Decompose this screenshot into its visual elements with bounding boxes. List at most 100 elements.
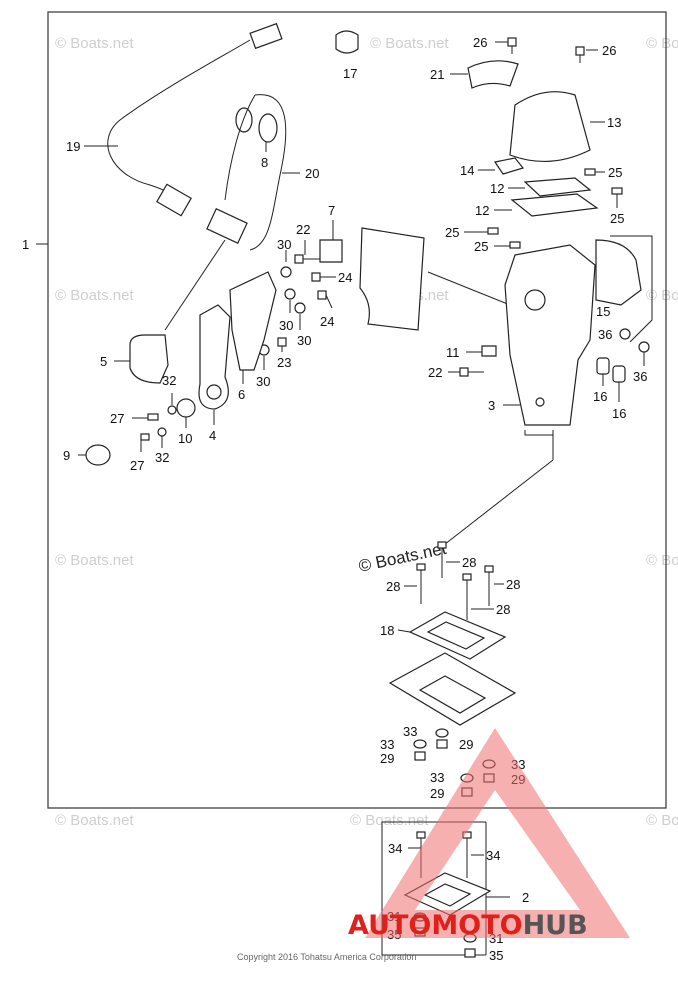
svg-text:© Boats.net: © Boats.net xyxy=(55,287,134,304)
label-2: 2 xyxy=(522,890,529,905)
label-25c: 25 xyxy=(445,225,459,240)
clip-14 xyxy=(494,157,525,175)
label-17: 17 xyxy=(343,66,357,81)
label-25a: 25 xyxy=(608,165,622,180)
screw-26 xyxy=(495,37,598,63)
plate-21 xyxy=(467,60,519,89)
label-24b: 24 xyxy=(320,314,334,329)
label-15: 15 xyxy=(596,304,610,319)
label-28c: 28 xyxy=(386,579,400,594)
cover-5 xyxy=(129,334,169,384)
label-24a: 24 xyxy=(338,270,352,285)
label-5: 5 xyxy=(100,354,107,369)
wire-harness-19 xyxy=(84,22,283,217)
label-29a: 29 xyxy=(459,737,473,752)
svg-text:© Boats.net: © Boats.net xyxy=(646,812,678,829)
label-20: 20 xyxy=(305,166,319,181)
svg-text:© Boats.net: © Boats.net xyxy=(646,35,678,52)
label-36b: 36 xyxy=(633,369,647,384)
base-plate xyxy=(388,652,517,726)
label-11: 11 xyxy=(446,345,460,360)
label-7: 7 xyxy=(328,203,335,218)
label-1: 1 xyxy=(22,237,29,252)
label-8: 8 xyxy=(261,155,268,170)
arm-4 xyxy=(198,304,231,410)
label-22b: 22 xyxy=(296,222,310,237)
screw-25 xyxy=(464,168,623,249)
label-26a: 26 xyxy=(473,35,487,50)
gasket-18 xyxy=(397,611,507,660)
copyright-text: Copyright 2016 Tohatsu America Corporati… xyxy=(237,952,416,962)
boats-stamp: © Boats.net xyxy=(357,539,448,576)
label-32a: 32 xyxy=(162,373,176,388)
label-25b: 25 xyxy=(610,211,624,226)
washer-30 xyxy=(258,250,306,370)
svg-text:© Boats.net: © Boats.net xyxy=(55,35,134,52)
bolt-24 xyxy=(311,272,336,309)
label-30b: 30 xyxy=(279,318,293,333)
label-27a: 27 xyxy=(110,411,124,426)
label-21: 21 xyxy=(430,67,444,82)
label-30a: 30 xyxy=(277,237,291,252)
label-33b: 33 xyxy=(380,737,394,752)
label-18: 18 xyxy=(380,623,394,638)
nut-36 xyxy=(619,328,650,366)
label-34b: 34 xyxy=(486,848,500,863)
label-28a: 28 xyxy=(462,555,476,570)
label-36a: 36 xyxy=(598,327,612,342)
assembly-frame xyxy=(47,11,667,809)
label-19: 19 xyxy=(66,139,80,154)
label-10: 10 xyxy=(178,431,192,446)
svg-text:© Boats.net: © Boats.net xyxy=(646,287,678,304)
label-4: 4 xyxy=(209,428,216,443)
bracket-12a xyxy=(523,177,592,197)
label-3: 3 xyxy=(488,398,495,413)
label-14: 14 xyxy=(460,163,474,178)
svg-text:© Boats.net: © Boats.net xyxy=(55,812,134,829)
cover-13 xyxy=(509,91,591,162)
bolt-22 xyxy=(294,240,484,377)
label-16a: 16 xyxy=(593,389,607,404)
label-34a: 34 xyxy=(388,841,402,856)
label-26b: 26 xyxy=(602,43,616,58)
plate-15 xyxy=(595,235,653,343)
label-35b: 35 xyxy=(489,948,503,963)
label-33a: 33 xyxy=(403,724,417,739)
label-28b: 28 xyxy=(506,577,520,592)
watermark-layer: © Boats.net © Boats.net © Boats.net © Bo… xyxy=(55,35,678,829)
gasket-sheet xyxy=(359,227,425,331)
knob-9 xyxy=(85,444,111,466)
bracket-12b xyxy=(510,193,599,217)
housing-3 xyxy=(504,244,596,426)
label-16b: 16 xyxy=(612,406,626,421)
label-22a: 22 xyxy=(428,365,442,380)
label-30d: 30 xyxy=(256,374,270,389)
svg-text:© Boats.net: © Boats.net xyxy=(646,552,678,569)
label-23: 23 xyxy=(277,355,291,370)
label-30c: 30 xyxy=(297,333,311,348)
sub-assembly-frame xyxy=(381,821,486,956)
svg-text:© Boats.net: © Boats.net xyxy=(55,552,134,569)
lever-6 xyxy=(229,271,277,371)
switch-8 xyxy=(235,107,278,152)
label-33d: 33 xyxy=(430,770,444,785)
grommet-17 xyxy=(335,30,359,54)
automotohub-logo: AUTOMOTOHUB xyxy=(348,728,630,941)
small-parts-10-27-32 xyxy=(132,393,196,452)
grommet-7 xyxy=(319,239,343,263)
bracket-11 xyxy=(481,345,497,357)
label-25d: 25 xyxy=(474,239,488,254)
label-32b: 32 xyxy=(155,450,169,465)
label-28d: 28 xyxy=(496,602,510,617)
svg-text:© Boats.net: © Boats.net xyxy=(370,35,449,52)
label-29b: 29 xyxy=(380,751,394,766)
label-13: 13 xyxy=(607,115,621,130)
label-12a: 12 xyxy=(490,181,504,196)
label-9: 9 xyxy=(63,448,70,463)
svg-text:© Boats.net: © Boats.net xyxy=(350,812,429,829)
label-6: 6 xyxy=(238,387,245,402)
label-12b: 12 xyxy=(475,203,489,218)
label-27b: 27 xyxy=(130,458,144,473)
label-29d: 29 xyxy=(430,786,444,801)
